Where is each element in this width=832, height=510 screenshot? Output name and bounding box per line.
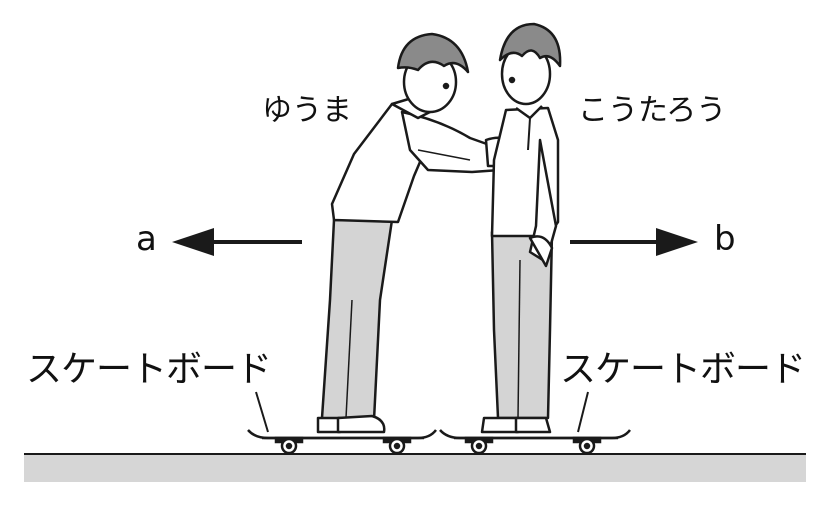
skateboard-left-illustration [247, 429, 437, 455]
leader-line-right [577, 391, 589, 433]
label-skateboard-left: スケートボード [26, 349, 272, 390]
arrow-b [570, 228, 698, 256]
ground [24, 453, 806, 482]
skateboard-right-illustration [439, 429, 631, 455]
leader-line-left [255, 391, 269, 433]
person-right-illustration [480, 22, 562, 434]
person-left-illustration [316, 32, 514, 434]
label-arrow-a: a [136, 219, 157, 259]
label-skateboard-right: スケートボード [560, 349, 806, 390]
arrow-a [172, 228, 302, 256]
label-person-left: ゆうま [262, 93, 352, 128]
label-arrow-b: b [714, 219, 736, 259]
label-person-right: こうたろう [578, 93, 727, 128]
